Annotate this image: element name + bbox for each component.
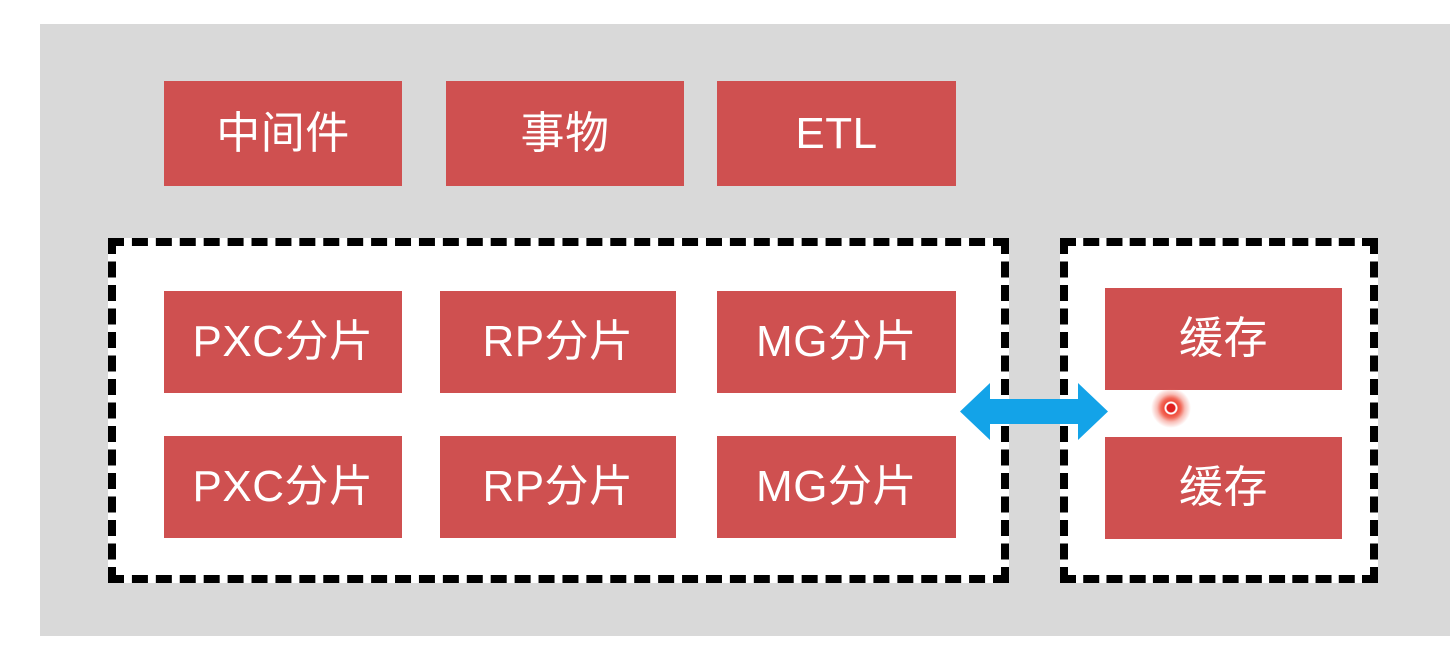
box-middleware-label: 中间件	[216, 108, 350, 158]
box-cache-1[interactable]: 缓存	[1105, 288, 1342, 390]
box-pxc-shard-2[interactable]: PXC分片	[164, 436, 402, 538]
box-transaction[interactable]: 事物	[446, 81, 684, 186]
box-pxc-shard-2-label: PXC分片	[192, 462, 374, 511]
box-rp-shard-1[interactable]: RP分片	[440, 291, 676, 393]
bidirectional-arrow-icon	[960, 383, 1108, 440]
box-cache-2[interactable]: 缓存	[1105, 437, 1342, 539]
box-mg-shard-1[interactable]: MG分片	[717, 291, 956, 393]
box-etl[interactable]: ETL	[717, 81, 956, 186]
box-mg-shard-2[interactable]: MG分片	[717, 436, 956, 538]
box-pxc-shard-1[interactable]: PXC分片	[164, 291, 402, 393]
box-cache-1-label: 缓存	[1179, 314, 1268, 363]
cursor-click-marker	[1151, 388, 1191, 428]
box-mg-shard-1-label: MG分片	[756, 317, 917, 366]
box-rp-shard-2-label: RP分片	[482, 462, 634, 511]
box-etl-label: ETL	[795, 108, 878, 158]
box-cache-2-label: 缓存	[1179, 463, 1268, 512]
box-mg-shard-2-label: MG分片	[756, 462, 917, 511]
box-pxc-shard-1-label: PXC分片	[192, 317, 374, 366]
box-rp-shard-2[interactable]: RP分片	[440, 436, 676, 538]
box-middleware[interactable]: 中间件	[164, 81, 402, 186]
box-rp-shard-1-label: RP分片	[482, 317, 634, 366]
box-transaction-label: 事物	[520, 108, 610, 158]
